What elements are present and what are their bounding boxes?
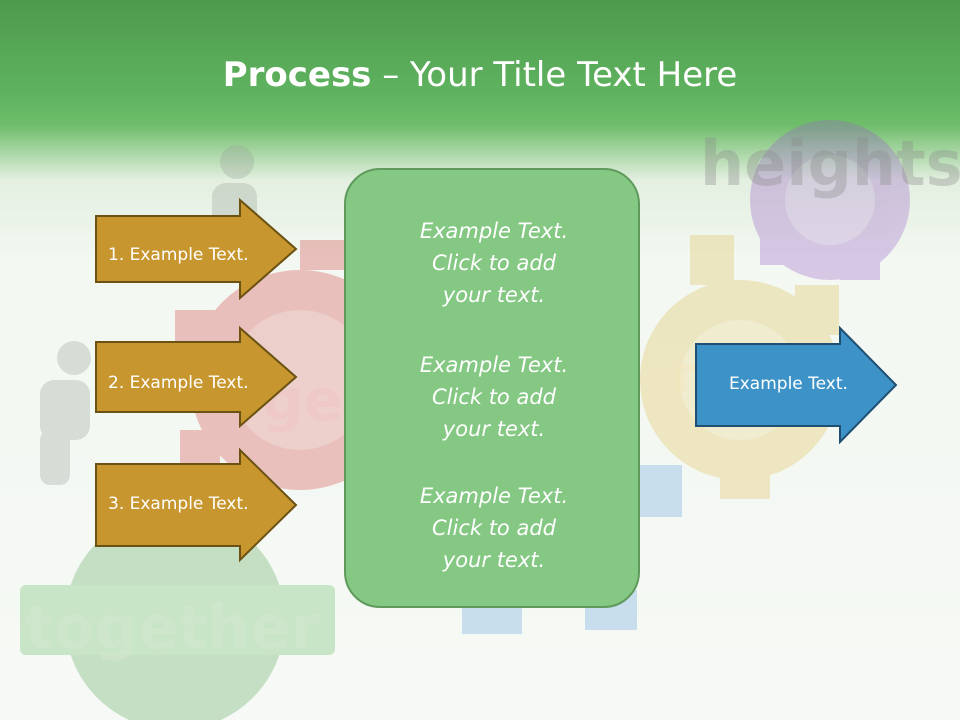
purple-gear-icon: [750, 120, 910, 280]
arrow-shape: [95, 326, 298, 428]
title-rest: – Your Title Text Here: [371, 55, 738, 95]
center-block-2-line1: Example Text.: [419, 353, 569, 377]
center-block-1: Example Text. Click to add your text.: [346, 215, 642, 311]
left-arrow-2-label: 2. Example Text.: [108, 373, 249, 393]
arrow-shape: [95, 448, 298, 563]
green-gear-icon: [20, 510, 335, 720]
left-arrow-1-label: 1. Example Text.: [108, 245, 249, 265]
bg-word-heights: heights: [700, 127, 960, 200]
center-block-3-line1: Example Text.: [419, 484, 569, 508]
left-arrow-1[interactable]: [94, 198, 300, 300]
center-block-3: Example Text. Click to add your text.: [346, 480, 642, 576]
center-block-1-line2: Click to add: [431, 251, 556, 275]
center-text-box[interactable]: Example Text. Click to add your text. Ex…: [344, 168, 640, 608]
center-block-2-line2: Click to add: [431, 385, 556, 409]
page-title: Process – Your Title Text Here: [0, 48, 960, 102]
bg-word-together: together: [25, 593, 321, 663]
title-bold: Process: [222, 55, 372, 95]
arrow-shape: [95, 198, 298, 300]
center-block-1-line3: your text.: [442, 283, 546, 307]
left-arrow-2[interactable]: [94, 326, 300, 428]
center-block-3-line3: your text.: [442, 548, 546, 572]
center-block-2: Example Text. Click to add your text.: [346, 349, 642, 445]
left-arrow-3[interactable]: [94, 448, 300, 564]
center-block-1-line1: Example Text.: [419, 219, 569, 243]
arrow-shape: [695, 326, 898, 444]
right-arrow-label: Example Text.: [729, 374, 848, 394]
center-block-2-line3: your text.: [442, 417, 546, 441]
right-arrow[interactable]: [694, 326, 900, 444]
left-arrow-3-label: 3. Example Text.: [108, 494, 249, 514]
center-block-3-line2: Click to add: [431, 516, 556, 540]
